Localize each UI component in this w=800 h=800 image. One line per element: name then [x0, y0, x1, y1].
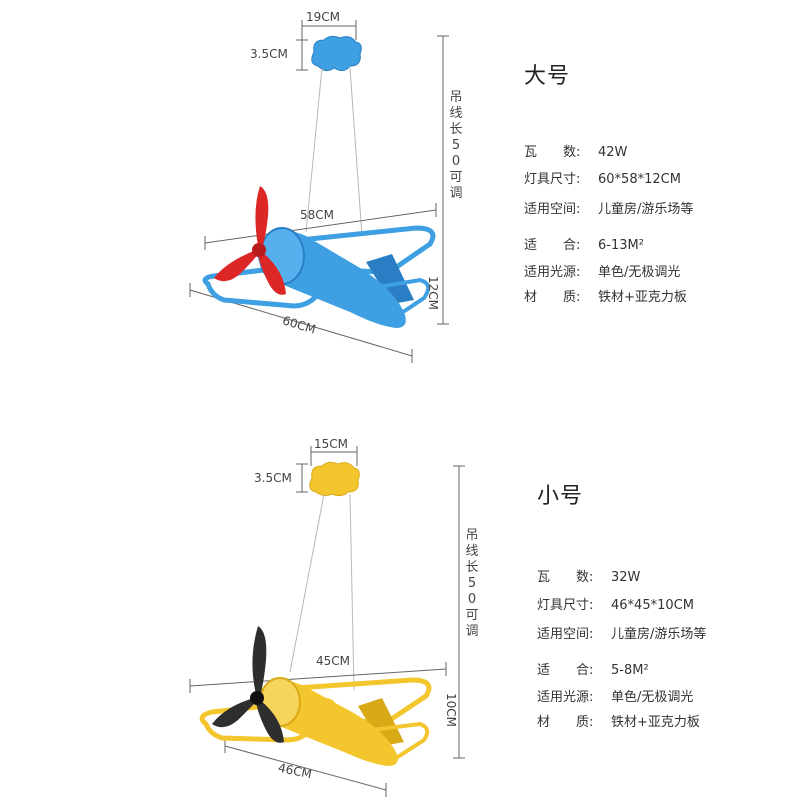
spec-key: 适用空间:: [537, 627, 594, 642]
large-spec-row-space: 适用空间: 儿童房/游乐场等: [524, 198, 693, 217]
large-wingspan-label: 58CM: [300, 208, 335, 222]
large-red-propeller: [214, 186, 286, 295]
spec-key: 灯具尺寸:: [524, 172, 581, 187]
spec-value: 46*45*10CM: [611, 598, 694, 613]
small-tail-wing-ring: [355, 721, 430, 761]
spec-key: 适用光源:: [537, 690, 594, 705]
large-height-label: 12CM: [426, 276, 440, 311]
spec-value: 儿童房/游乐场等: [611, 627, 707, 642]
spec-value: 铁材+亚克力板: [598, 290, 687, 305]
large-canopy-height-label: 3.5CM: [250, 47, 288, 61]
small-spec-row-dimensions: 灯具尺寸: 46*45*10CM: [537, 594, 694, 613]
large-size-title: 大号: [524, 64, 571, 89]
spec-key: 瓦 数:: [537, 570, 594, 585]
small-cord-length-label: 吊线长50可调: [465, 528, 479, 639]
spec-value: 42W: [598, 145, 628, 160]
spec-key: 适用光源:: [524, 265, 581, 280]
small-canopy-width-label: 15CM: [314, 437, 349, 451]
large-spec-row-material: 材 质: 铁材+亚克力板: [524, 286, 687, 305]
spec-value: 单色/无极调光: [611, 690, 694, 705]
spec-value: 32W: [611, 570, 641, 585]
large-spec-row-area: 适 合: 6-13M²: [524, 234, 644, 253]
small-length-dimension: [224, 739, 387, 797]
small-spec-row-space: 适用空间: 儿童房/游乐场等: [537, 623, 706, 642]
small-cloud-canopy: [309, 461, 360, 497]
large-airplane-lamp: [189, 20, 449, 363]
large-tail-wing-ring: [359, 277, 431, 321]
small-tail-fin: [358, 698, 404, 746]
spec-key: 材 质:: [524, 290, 581, 305]
large-wingspan-dimension: [204, 203, 437, 250]
large-spec-row-dimensions: 灯具尺寸: 60*58*12CM: [524, 168, 681, 187]
spec-value: 5-8M²: [611, 663, 649, 678]
large-tail-fin: [366, 254, 414, 304]
small-spec-row-light-source: 适用光源: 单色/无极调光: [537, 686, 693, 705]
large-suspension-cords: [305, 67, 363, 237]
spec-key: 适 合:: [537, 663, 594, 678]
spec-value: 铁材+亚克力板: [611, 715, 700, 730]
small-wingspan-dimension: [189, 662, 447, 693]
large-spec-row-wattage: 瓦 数: 42W: [524, 141, 627, 160]
large-cloud-canopy: [311, 35, 362, 72]
large-spec-row-light-source: 适用光源: 单色/无极调光: [524, 261, 680, 280]
spec-key: 材 质:: [537, 715, 594, 730]
spec-value: 6-13M²: [598, 238, 644, 253]
small-suspension-cords: [289, 493, 355, 691]
small-size-title: 小号: [537, 484, 584, 509]
spec-key: 瓦 数:: [524, 145, 581, 160]
large-canopy-width-label: 19CM: [306, 10, 341, 24]
small-spec-row-area: 适 合: 5-8M²: [537, 659, 649, 678]
spec-value: 60*58*12CM: [598, 172, 681, 187]
small-cord-length-dimension: [453, 465, 465, 759]
large-cord-length-label: 吊线长50可调: [449, 90, 463, 201]
small-spec-row-material: 材 质: 铁材+亚克力板: [537, 711, 700, 730]
spec-key: 灯具尺寸:: [537, 598, 594, 613]
small-spec-row-wattage: 瓦 数: 32W: [537, 566, 640, 585]
spec-value: 儿童房/游乐场等: [598, 202, 694, 217]
spec-key: 适 合:: [524, 238, 581, 253]
large-cord-length-dimension: [437, 35, 449, 325]
spec-value: 单色/无极调光: [598, 265, 681, 280]
spec-key: 适用空间:: [524, 202, 581, 217]
small-canopy-height-dimension: [296, 463, 308, 493]
small-canopy-height-label: 3.5CM: [254, 471, 292, 485]
small-black-propeller: [212, 626, 284, 743]
large-canopy-height-dimension: [296, 39, 308, 71]
small-airplane-lamp: [189, 446, 465, 797]
large-canopy-width-dimension: [301, 20, 357, 40]
small-canopy-width-dimension: [310, 446, 358, 466]
small-wingspan-label: 45CM: [316, 654, 351, 668]
small-height-label: 10CM: [444, 693, 458, 728]
